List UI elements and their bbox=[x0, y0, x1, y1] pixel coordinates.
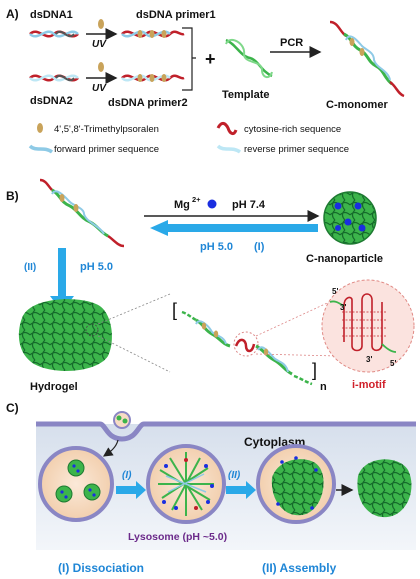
imotif-3prime-b: 3' bbox=[366, 355, 372, 364]
hydrogel-icon bbox=[18, 299, 113, 371]
imotif-zoom-top bbox=[255, 297, 339, 337]
c-nanoparticle-icon bbox=[323, 191, 377, 245]
imotif-label: i-motif bbox=[352, 379, 386, 391]
step-ii-label-b: (II) bbox=[24, 262, 36, 273]
c-monomer-label: C-monomer bbox=[326, 99, 388, 111]
legend-psoralen-icon bbox=[37, 123, 43, 133]
c-monomer-helix bbox=[329, 20, 405, 98]
psoralen-icon bbox=[98, 19, 104, 29]
dissociation-arrow bbox=[116, 481, 146, 499]
uv-label-1: UV bbox=[92, 39, 107, 50]
step-ii-label-c: (II) bbox=[228, 470, 241, 481]
imotif-5prime-a: 5' bbox=[332, 287, 338, 296]
legend-cytosine-icon bbox=[216, 121, 238, 136]
ph50-down-arrow bbox=[50, 248, 74, 312]
step-i-label-b: (I) bbox=[254, 241, 265, 253]
dsdna1-helix bbox=[29, 30, 79, 38]
assembly-label: (II) Assembly bbox=[262, 561, 337, 575]
ph50-back-arrow bbox=[150, 220, 318, 236]
imotif-3prime-a: 3' bbox=[340, 303, 346, 312]
b-monomer-helix bbox=[39, 178, 125, 248]
endocytosis-arrow bbox=[103, 439, 119, 457]
legend-cytosine: cytosine-rich sequence bbox=[244, 124, 341, 135]
endosome-1 bbox=[38, 446, 114, 522]
cell-membrane bbox=[36, 421, 416, 442]
panel-a: A) dsDNA1 dsDNA primer1 UV UV bbox=[6, 7, 405, 155]
mg-label: Mg bbox=[174, 199, 190, 211]
dissociation-label: (I) Dissociation bbox=[58, 561, 144, 575]
psoralen-icon-2 bbox=[98, 62, 104, 72]
imotif-structure bbox=[321, 279, 415, 373]
panel-b-label: B) bbox=[6, 189, 19, 203]
imotif-zoom-bottom bbox=[255, 353, 339, 357]
lysosome-dissociated bbox=[146, 444, 226, 524]
panel-b: B) Mg 2+ pH 7.4 pH 5.0 (I) bbox=[6, 178, 415, 393]
bracket-close: ] bbox=[312, 360, 317, 380]
step-i-label-c: (I) bbox=[122, 470, 132, 481]
legend-psoralen: 4',5',8'-Trimethylpsoralen bbox=[54, 124, 159, 135]
panel-c: C) Cytoplasm (I) bbox=[6, 401, 416, 575]
panel-c-label: C) bbox=[6, 401, 19, 415]
primer1-helix bbox=[121, 30, 185, 38]
primer2-label: dsDNA primer2 bbox=[108, 97, 188, 109]
legend-reverse: reverse primer sequence bbox=[244, 144, 349, 155]
repeat-n: n bbox=[320, 381, 327, 393]
ph50-down-label: pH 5.0 bbox=[80, 261, 113, 273]
free-hydrogel bbox=[357, 459, 412, 518]
dsdna2-helix bbox=[29, 74, 79, 82]
lysosome-label: Lysosome (pH ~5.0) bbox=[128, 531, 227, 543]
ph50-back-label: pH 5.0 bbox=[200, 241, 233, 253]
uv-label-2: UV bbox=[92, 83, 107, 94]
zoom-line-bottom bbox=[97, 335, 171, 373]
bracket-open: [ bbox=[172, 300, 177, 320]
pcr-label: PCR bbox=[280, 37, 303, 49]
mg-ion-icon bbox=[207, 199, 217, 209]
dsdna1-label: dsDNA1 bbox=[30, 9, 73, 21]
assembly-arrow-c bbox=[226, 481, 256, 499]
lysosome-hydrogel bbox=[256, 444, 336, 524]
mg-superscript: 2+ bbox=[192, 195, 201, 204]
primer2-helix bbox=[121, 74, 185, 82]
zoom-line-top bbox=[97, 293, 171, 325]
polymer-unit bbox=[181, 310, 313, 386]
template-label: Template bbox=[222, 89, 269, 101]
c-nanoparticle-label: C-nanoparticle bbox=[306, 253, 383, 265]
imotif-5prime-b: 5' bbox=[390, 359, 396, 368]
ph74-label: pH 7.4 bbox=[232, 199, 266, 211]
panel-a-legend: 4',5',8'-Trimethylpsoralen cytosine-rich… bbox=[28, 121, 349, 155]
endocytosis-vesicle bbox=[113, 411, 131, 429]
primer1-label: dsDNA primer1 bbox=[136, 9, 216, 21]
panel-a-label: A) bbox=[6, 7, 19, 21]
legend-forward-icon bbox=[28, 144, 54, 154]
vesicle-particle-2 bbox=[122, 418, 128, 424]
dsdna2-label: dsDNA2 bbox=[30, 95, 73, 107]
legend-forward: forward primer sequence bbox=[54, 144, 159, 155]
legend-reverse-icon bbox=[216, 144, 242, 154]
primer-bracket bbox=[182, 27, 196, 91]
template-helix bbox=[225, 38, 273, 78]
vesicle-particle-1 bbox=[116, 415, 122, 421]
hydrogel-label: Hydrogel bbox=[30, 381, 78, 393]
plus-sign: + bbox=[205, 49, 216, 69]
